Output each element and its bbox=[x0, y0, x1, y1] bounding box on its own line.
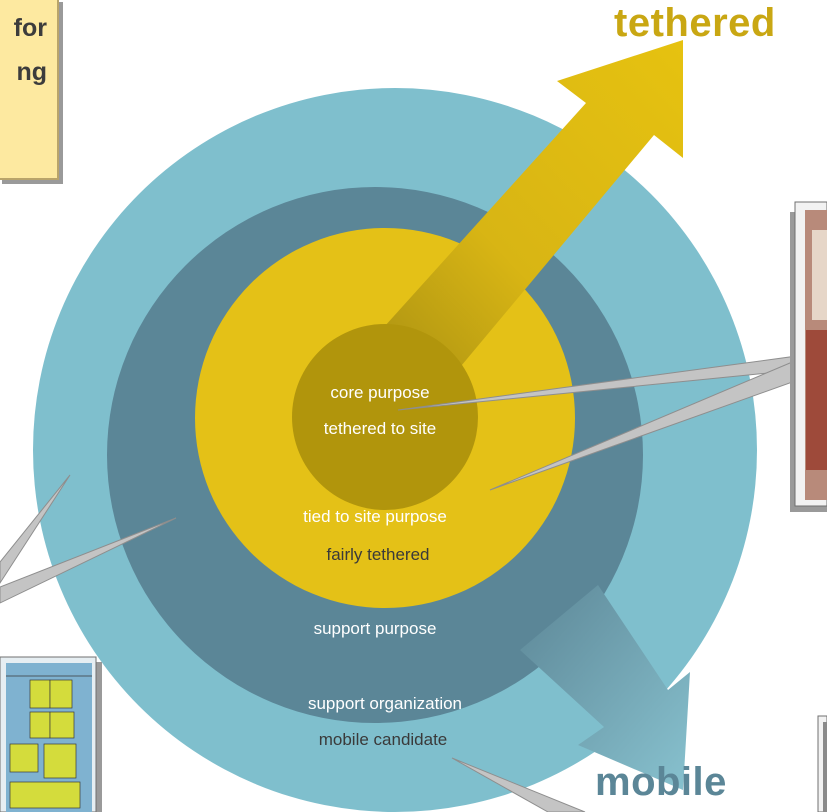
floorplan-room-7 bbox=[9, 781, 81, 809]
mobile-label: mobile bbox=[595, 760, 727, 804]
photo-image-top-detail bbox=[812, 230, 827, 320]
callout-middle bbox=[0, 517, 177, 604]
support-purpose-label: support purpose bbox=[313, 619, 437, 638]
sticky-note: for ng bbox=[0, 0, 59, 180]
floorplan-room-6 bbox=[43, 743, 77, 779]
core-purpose-label: core purpose bbox=[330, 383, 430, 402]
fairly-tethered-label: fairly tethered bbox=[326, 545, 430, 564]
photo-frame-bottom bbox=[817, 715, 827, 812]
mobile-candidate-label: mobile candidate bbox=[318, 730, 448, 749]
floorplan-room-3 bbox=[29, 711, 51, 739]
tethered-to-site-label: tethered to site bbox=[323, 419, 437, 438]
photo-image-top-detail2 bbox=[806, 330, 827, 470]
photo-image-bottom bbox=[823, 722, 827, 812]
support-organization-label: support organization bbox=[307, 694, 463, 713]
note-line-1: for bbox=[13, 14, 47, 42]
tethered-arrow bbox=[338, 40, 683, 408]
mobile-arrow bbox=[520, 585, 690, 790]
callout-mobile bbox=[451, 757, 586, 812]
floorplan-room-4 bbox=[49, 711, 75, 739]
core-circle bbox=[292, 324, 478, 510]
note-line-2: ng bbox=[16, 58, 47, 86]
tethered-label: tethered bbox=[614, 1, 776, 45]
callout-outer bbox=[0, 474, 71, 584]
floorplan-room-5 bbox=[9, 743, 39, 773]
floorplan-room-1 bbox=[29, 679, 51, 709]
floorplan-room-2 bbox=[49, 679, 73, 709]
tied-to-site-purpose-label: tied to site purpose bbox=[303, 507, 447, 526]
